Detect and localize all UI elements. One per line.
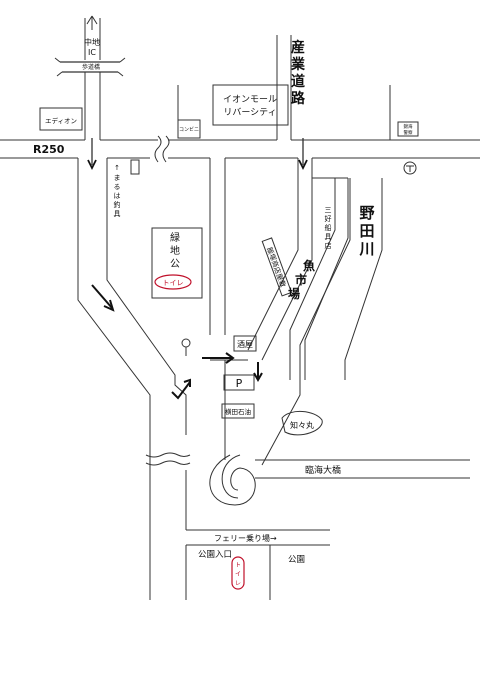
- police-building: [397, 121, 419, 137]
- svg-text:野: 野: [359, 204, 374, 222]
- svg-text:具: 具: [325, 233, 332, 241]
- svg-text:産: 産: [291, 39, 305, 56]
- svg-text:路: 路: [291, 90, 306, 107]
- svg-text:店: 店: [325, 241, 332, 250]
- toilet-vertical-label: ト イ レ: [235, 562, 241, 587]
- svg-text:田: 田: [359, 222, 374, 240]
- shiretoko-maru-shape: [281, 411, 323, 436]
- police-label-1: 錦海: [404, 123, 414, 130]
- shiretoko-maru-label: 知々丸: [290, 420, 314, 430]
- bus-stop-icon: [181, 338, 191, 356]
- nakachi-label-line1: 中地: [84, 37, 100, 47]
- svg-text:ト: ト: [235, 562, 241, 569]
- check-turn-icon: [171, 378, 191, 400]
- mitsuyoshi-label: 三 好 船 具 店: [325, 206, 332, 250]
- konbini-building: [177, 119, 201, 139]
- post-office-icon: [403, 161, 417, 175]
- svg-text:は: は: [114, 192, 121, 200]
- nakachi-label-line2: IC: [88, 48, 96, 57]
- koen-iriguchi-label: 公園入口: [198, 550, 232, 560]
- parking-lot: [223, 374, 255, 391]
- edion-label: エディオン: [45, 116, 77, 125]
- svg-text:場: 場: [288, 286, 300, 301]
- svg-text:釣: 釣: [114, 200, 121, 209]
- arrow-down-icon: [298, 138, 308, 171]
- toilet-label: トイレ: [163, 279, 184, 287]
- ryokuchi-park-area: [151, 227, 203, 299]
- svg-text:る: る: [114, 183, 121, 191]
- hodokyo-label: 歩道橋: [82, 63, 100, 71]
- police-label-2: 警察: [404, 129, 414, 136]
- svg-text:↑: ↑: [114, 164, 120, 172]
- svg-text:市: 市: [295, 272, 307, 287]
- aeon-label-line1: イオンモール: [223, 94, 277, 105]
- konbini-label: コンビニ: [179, 126, 199, 133]
- svg-text:川: 川: [358, 240, 374, 258]
- toilet-marker: [154, 274, 192, 290]
- svg-text:ま: ま: [114, 174, 121, 182]
- nodagawa-label: 野 田 川: [358, 204, 374, 258]
- nakachi-ic-label: 中地 IC: [84, 37, 100, 57]
- svg-text:道: 道: [291, 73, 305, 90]
- arrow-right-icon: [202, 352, 235, 364]
- svg-text:三: 三: [325, 206, 332, 214]
- svg-text:業: 業: [290, 56, 306, 73]
- ferry-label: フェリー乗り場→: [214, 533, 277, 543]
- svg-text:レ: レ: [235, 580, 241, 587]
- yokota-sekiyu-label: 横田石油: [225, 407, 251, 416]
- aeon-mall-building: [212, 84, 289, 126]
- toilet-vertical-marker: [231, 556, 245, 590]
- road-network: [0, 15, 480, 600]
- sakaya-building: [233, 335, 257, 352]
- route-arrows: [87, 138, 308, 400]
- arrow-diagonal-icon: [91, 284, 115, 312]
- north-arrow-icon: [86, 15, 98, 25]
- svg-text:具: 具: [114, 210, 121, 218]
- svg-text:地: 地: [170, 244, 180, 257]
- svg-text:緑: 緑: [170, 231, 180, 244]
- uoichiba-label: 魚 市 場: [288, 258, 315, 301]
- svg-text:公: 公: [170, 259, 180, 270]
- edion-building: [39, 107, 83, 131]
- rinkai-ohashi-label: 臨海大橋: [305, 464, 341, 476]
- svg-text:イ: イ: [235, 571, 241, 578]
- small-shop: [130, 159, 140, 175]
- svg-text:好: 好: [325, 214, 332, 223]
- maruha-tsurigu-label: ↑ ま る は 釣 具: [114, 164, 121, 218]
- yokota-sekiyu-building: [221, 403, 255, 419]
- arrow-down-icon: [253, 362, 263, 383]
- sangyo-doro-label: 産 業 道 路: [290, 39, 306, 107]
- sakaya-label: 酒屋: [237, 340, 253, 349]
- arrow-down-icon: [87, 138, 97, 171]
- koen-label: 公園: [288, 555, 305, 565]
- r250-label: R250: [33, 143, 65, 156]
- svg-text:船: 船: [325, 223, 332, 232]
- svg-text:魚: 魚: [303, 258, 315, 273]
- parking-label: P: [236, 377, 243, 390]
- ryokuchi-koen-label: 緑 地 公: [170, 231, 180, 270]
- aeon-label-line2: リバーシティ: [223, 107, 276, 118]
